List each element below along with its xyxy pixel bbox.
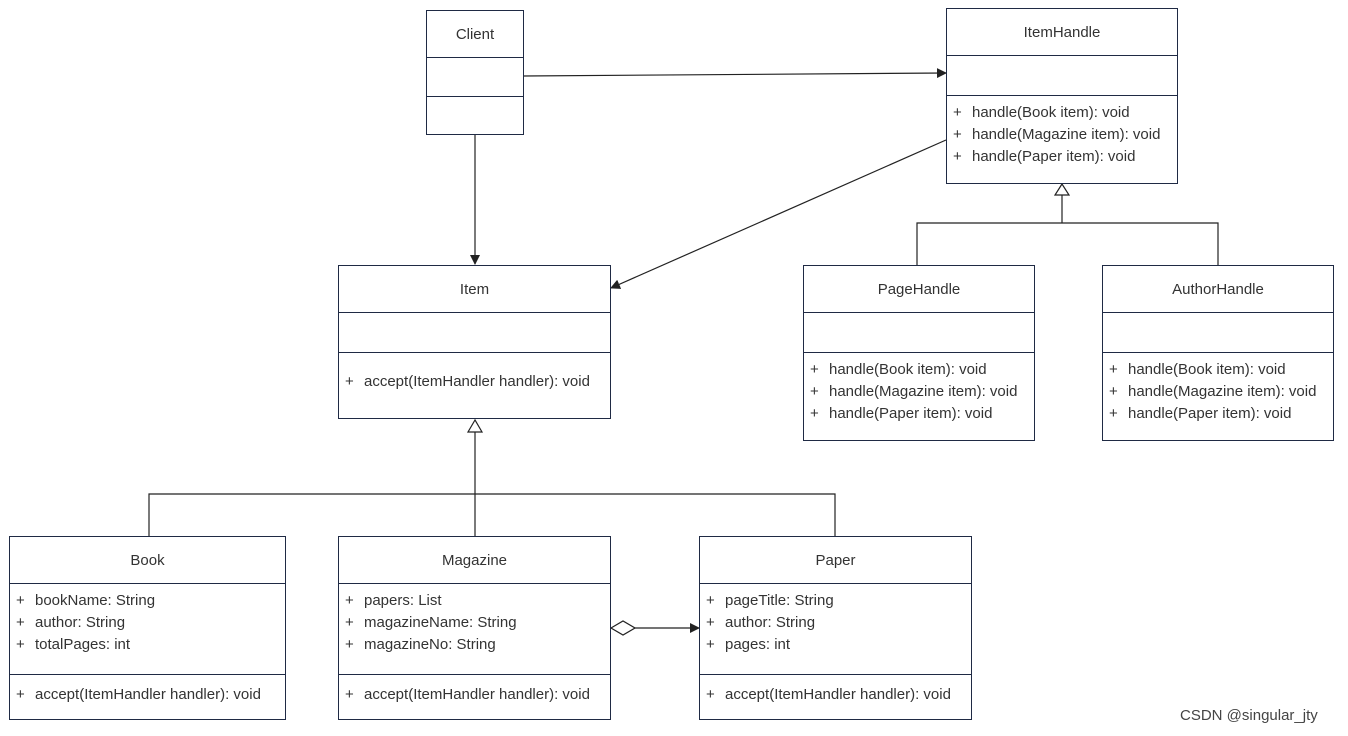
method-item: +handle(Magazine item): void bbox=[810, 383, 1018, 400]
generalization-items bbox=[148, 418, 836, 536]
class-client: Client bbox=[426, 10, 524, 135]
class-paper: Paper +pageTitle: String +author: String… bbox=[699, 536, 972, 720]
attribute-item: +pages: int bbox=[706, 636, 791, 653]
class-name: Paper bbox=[815, 551, 856, 569]
methods-section: +handle(Book item): void +handle(Magazin… bbox=[947, 95, 1177, 168]
method-item: +accept(ItemHandler handler): void bbox=[345, 373, 590, 390]
class-name: Magazine bbox=[441, 551, 508, 569]
method-item: +accept(ItemHandler handler): void bbox=[706, 686, 951, 703]
class-itemhandle: ItemHandle +handle(Book item): void +han… bbox=[946, 8, 1178, 184]
class-pagehandle: PageHandle +handle(Book item): void +han… bbox=[803, 265, 1035, 441]
attributes-section bbox=[947, 55, 1177, 95]
attributes-section bbox=[1103, 312, 1333, 352]
watermark-text: CSDN @singular_jty bbox=[1180, 707, 1318, 724]
methods-section: +accept(ItemHandler handler): void bbox=[339, 674, 610, 706]
attributes-section: +pageTitle: String +author: String +page… bbox=[700, 583, 971, 674]
method-item: +handle(Paper item): void bbox=[1109, 405, 1292, 422]
assoc-client-itemhandle bbox=[522, 68, 947, 79]
attribute-item: +magazineNo: String bbox=[345, 636, 496, 653]
generalization-handlers bbox=[916, 182, 1219, 265]
methods-section: +handle(Book item): void +handle(Magazin… bbox=[804, 352, 1034, 425]
attribute-item: +pageTitle: String bbox=[706, 592, 834, 609]
assoc-itemhandle-item bbox=[610, 139, 947, 289]
class-name: PageHandle bbox=[877, 280, 961, 298]
methods-section: +accept(ItemHandler handler): void bbox=[700, 674, 971, 706]
method-item: +handle(Book item): void bbox=[1109, 361, 1286, 378]
attributes-section bbox=[427, 57, 523, 96]
class-name: Book bbox=[130, 551, 165, 569]
method-item: +handle(Paper item): void bbox=[953, 148, 1136, 165]
methods-section: +accept(ItemHandler handler): void bbox=[10, 674, 285, 706]
class-name: AuthorHandle bbox=[1172, 280, 1264, 298]
attribute-item: +totalPages: int bbox=[16, 636, 131, 653]
attribute-item: +bookName: String bbox=[16, 592, 156, 609]
attributes-section: +papers: List +magazineName: String +mag… bbox=[339, 583, 610, 674]
methods-section bbox=[427, 96, 523, 134]
attribute-item: +magazineName: String bbox=[345, 614, 517, 631]
class-book: Book +bookName: String +author: String +… bbox=[9, 536, 286, 720]
class-magazine: Magazine +papers: List +magazineName: St… bbox=[338, 536, 611, 720]
class-name: ItemHandle bbox=[1023, 23, 1101, 41]
aggregation-magazine-paper bbox=[609, 620, 700, 636]
attribute-item: +author: String bbox=[16, 614, 126, 631]
attributes-section bbox=[804, 312, 1034, 352]
class-name: Client bbox=[455, 25, 495, 43]
method-item: +handle(Paper item): void bbox=[810, 405, 993, 422]
class-name: Item bbox=[459, 280, 490, 298]
attribute-item: +author: String bbox=[706, 614, 816, 631]
method-item: +handle(Book item): void bbox=[953, 104, 1130, 121]
class-authorhandle: AuthorHandle +handle(Book item): void +h… bbox=[1102, 265, 1334, 441]
class-item: Item +accept(ItemHandler handler): void bbox=[338, 265, 611, 419]
methods-section: +handle(Book item): void +handle(Magazin… bbox=[1103, 352, 1333, 425]
method-item: +handle(Magazine item): void bbox=[1109, 383, 1317, 400]
method-item: +accept(ItemHandler handler): void bbox=[16, 686, 261, 703]
attributes-section: +bookName: String +author: String +total… bbox=[10, 583, 285, 674]
method-item: +accept(ItemHandler handler): void bbox=[345, 686, 590, 703]
attributes-section bbox=[339, 312, 610, 352]
method-item: +handle(Magazine item): void bbox=[953, 126, 1161, 143]
attribute-item: +papers: List bbox=[345, 592, 442, 609]
methods-section: +accept(ItemHandler handler): void bbox=[339, 352, 610, 393]
method-item: +handle(Book item): void bbox=[810, 361, 987, 378]
